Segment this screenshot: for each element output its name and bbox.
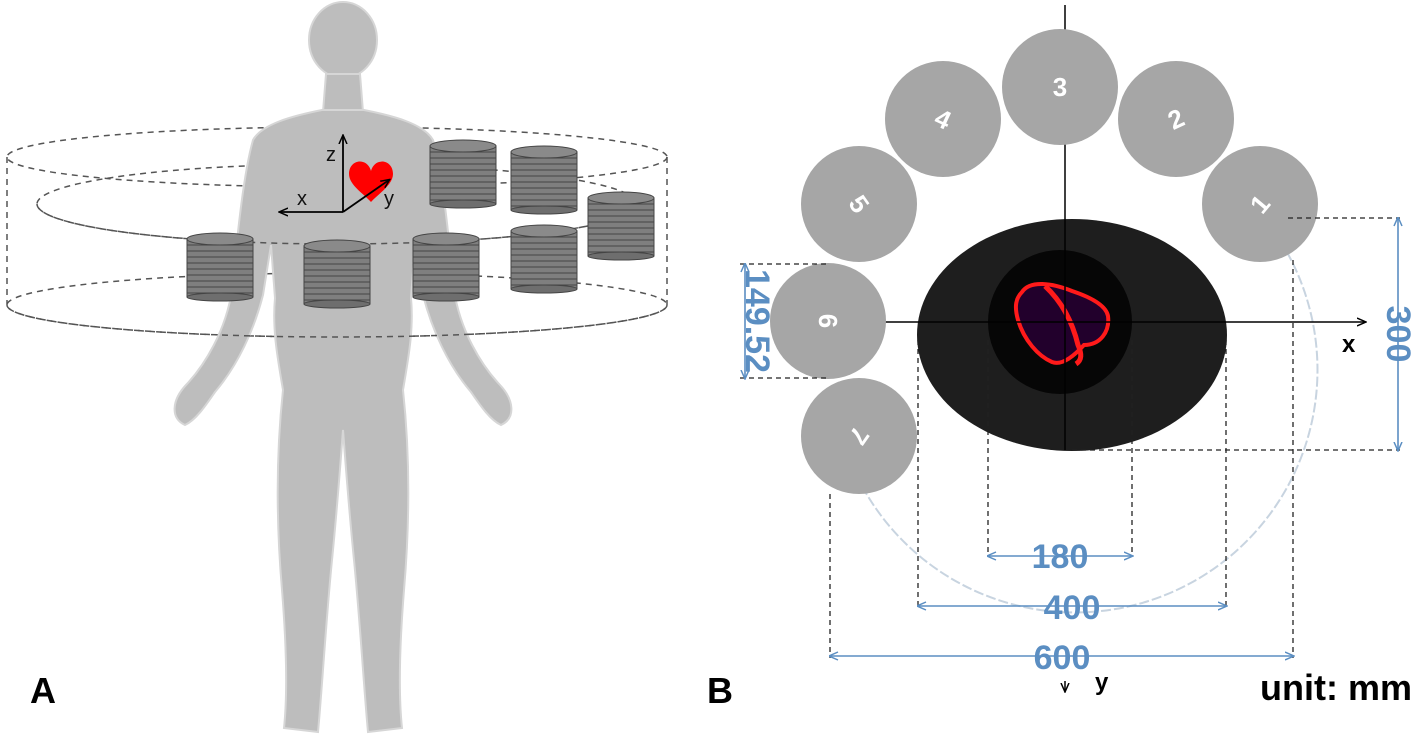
coil-cylinder (510, 145, 578, 215)
coil-arc (861, 253, 1319, 614)
human-silhouette (173, 1, 513, 734)
axis-label-y: y (384, 188, 394, 210)
panel-b: 1 2 3 4 5 6 7 (707, 5, 1417, 711)
coil-number: 3 (1053, 72, 1067, 102)
dimension-label-180: 180 (1032, 538, 1089, 576)
dimension-label-400: 400 (1044, 589, 1101, 627)
dimension-guides (740, 217, 1400, 658)
heart-slice (1013, 282, 1111, 367)
panel-label-a: A (30, 670, 56, 711)
axis-label-x: x (297, 188, 307, 210)
coils-b: 1 2 3 4 5 6 7 (770, 29, 1318, 494)
coil-7: 7 (801, 378, 917, 494)
dimension-arrows (745, 218, 1398, 656)
axis-label-x-b: x (1342, 331, 1356, 358)
coil-6: 6 (770, 263, 886, 379)
panel-label-b: B (707, 670, 733, 711)
axes-a (280, 136, 389, 212)
dimension-label-300: 300 (1379, 306, 1417, 363)
panel-a: z x y A (6, 1, 668, 734)
coil-1: 1 (1202, 146, 1318, 262)
axis-label-y-b: y (1095, 669, 1109, 696)
coil-number: 6 (813, 314, 843, 328)
unit-label: unit: mm (1260, 667, 1412, 708)
heart-icon (349, 161, 393, 202)
coil-5: 5 (801, 146, 917, 262)
coil-cylinder (510, 224, 578, 294)
dimension-label-149-52: 149.52 (738, 269, 776, 373)
coil-cylinder (587, 191, 655, 261)
coil-cylinder (412, 232, 480, 302)
coil-2: 2 (1118, 61, 1234, 177)
axis-label-z: z (326, 144, 336, 166)
coil-4: 4 (885, 61, 1001, 177)
coil-cylinder (429, 139, 497, 209)
coil-3: 3 (1002, 29, 1118, 145)
coil-cylinder (186, 232, 254, 302)
coil-cylinder (303, 239, 371, 309)
dimension-label-600: 600 (1034, 639, 1091, 677)
